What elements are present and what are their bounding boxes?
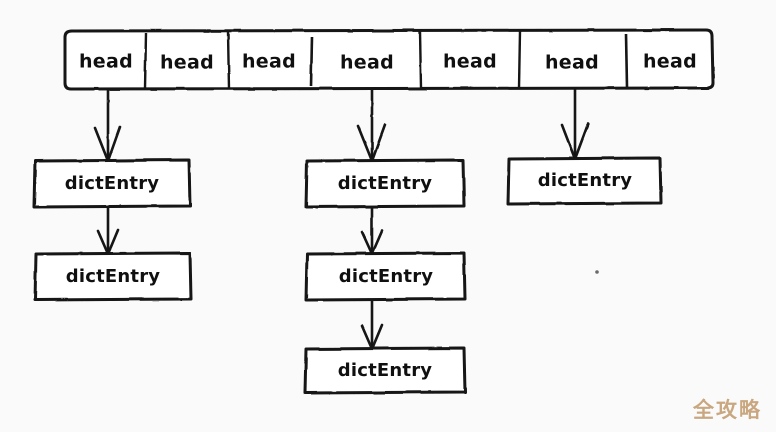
arrow-chain-middle-1-to-2 — [360, 300, 384, 351]
bucket-divider-1 — [143, 32, 148, 89]
chain-left-node-1-label: dictEntry — [66, 266, 161, 287]
chain-right: dictEntry — [506, 89, 663, 206]
chain-middle-node-2-label: dictEntry — [338, 360, 433, 381]
bucket-divider-6 — [624, 33, 629, 88]
bucket-divider-4 — [418, 30, 423, 89]
bucket-cell-5-label: head — [545, 52, 599, 74]
watermark-text: 全攻略 — [693, 398, 762, 422]
bucket-array-outline — [63, 28, 715, 91]
bucket-cell-0-label: head — [79, 51, 133, 73]
bucket-divider-5 — [517, 30, 522, 89]
bucket-divider-3 — [309, 36, 314, 87]
bucket-divider-2 — [226, 31, 231, 90]
chain-left-node-0-label: dictEntry — [65, 173, 160, 194]
chain-right-node-0-label: dictEntry — [538, 170, 633, 191]
arrow-bucket0-to-node — [93, 89, 122, 163]
bucket-cell-3-label: head — [340, 52, 394, 74]
bucket-cell-labels: head head head head head head head — [79, 51, 697, 74]
arrow-bucket3-to-node — [356, 89, 387, 163]
bucket-cell-4-label: head — [443, 51, 497, 73]
stray-ink-dot — [595, 270, 599, 274]
chain-middle: dictEntry dictEntry dictEntry — [303, 89, 467, 395]
bucket-cell-6-label: head — [643, 51, 697, 73]
bucket-cell-1-label: head — [160, 52, 214, 74]
chain-left: dictEntry dictEntry — [32, 89, 193, 302]
arrow-bucket5-to-node — [560, 89, 590, 161]
chain-left-node-0-box — [32, 158, 192, 209]
chain-left-node-1-box — [33, 251, 193, 302]
chain-middle-node-0-label: dictEntry — [338, 173, 433, 194]
chain-middle-node-1-label: dictEntry — [339, 266, 434, 287]
chain-middle-node-2-box — [303, 346, 467, 395]
arrow-chain-left-0-to-1 — [96, 207, 120, 256]
chain-middle-node-1-box — [304, 251, 467, 302]
head-bucket-array — [63, 28, 715, 91]
bucket-cell-2-label: head — [242, 51, 296, 73]
chain-right-node-0-box — [506, 156, 663, 206]
arrow-chain-middle-0-to-1 — [360, 207, 384, 256]
chain-middle-node-0-box — [304, 158, 466, 209]
